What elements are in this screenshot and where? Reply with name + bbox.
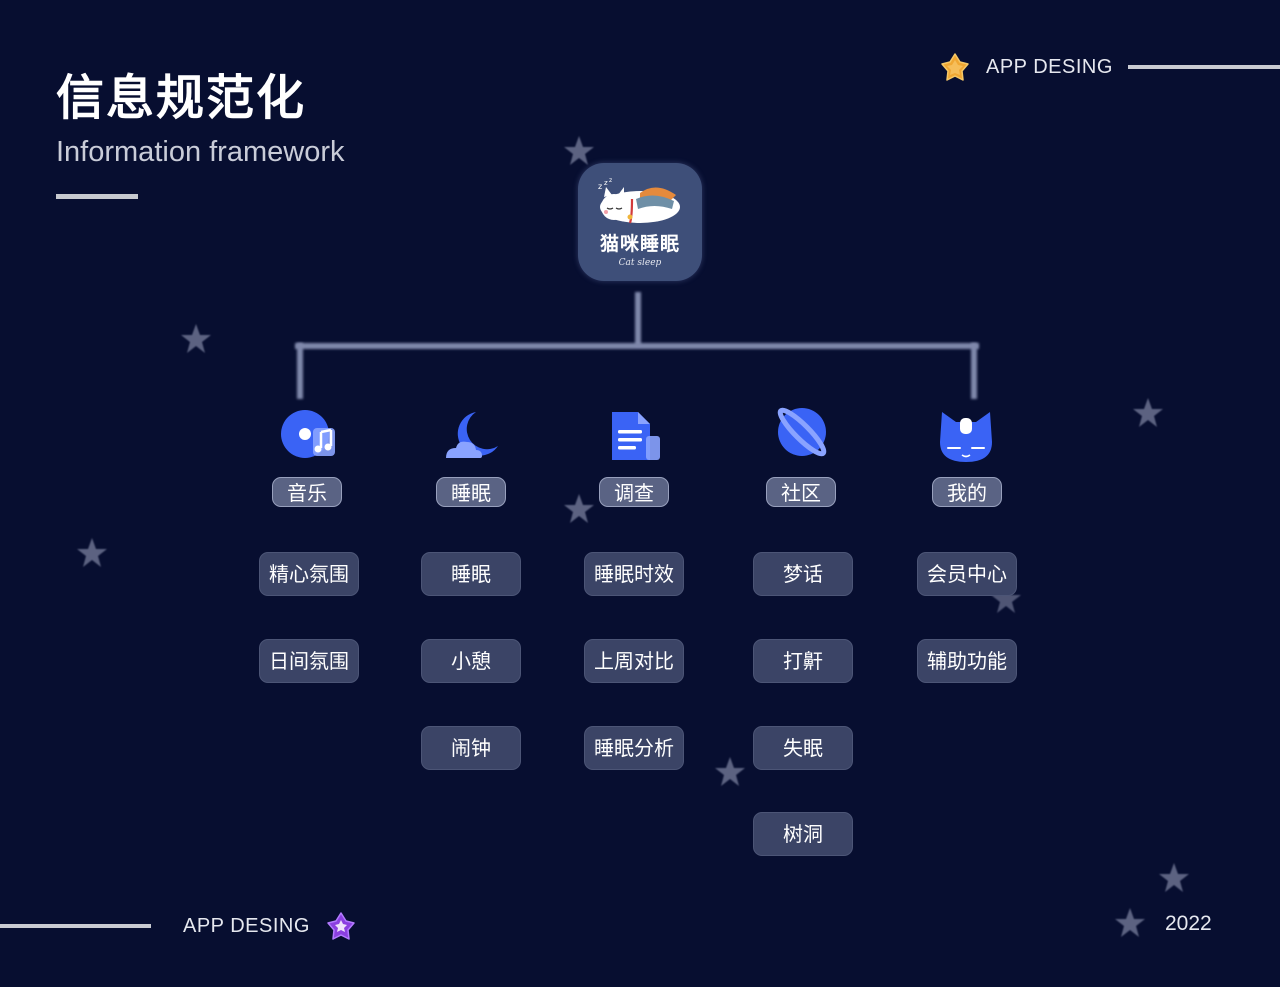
page-title: 信息规范化 [56, 70, 307, 126]
star-decoration-icon [715, 757, 745, 786]
star-decoration-icon [1159, 863, 1189, 892]
star-decoration-icon [991, 584, 1021, 613]
item-button[interactable]: 睡眠时效 [584, 552, 684, 596]
star-decoration-icon [1133, 398, 1163, 427]
brand-top: APP DESING [940, 52, 1113, 82]
star-decoration-icon [1115, 908, 1145, 937]
page-subtitle: Information framework [56, 136, 345, 168]
tree-connector-right [971, 343, 977, 399]
item-button[interactable]: 失眠 [753, 726, 853, 770]
music-disc-icon [281, 410, 335, 458]
orange-star-icon [941, 53, 969, 81]
category-label-mine[interactable]: 我的 [932, 477, 1002, 507]
cat-face-icon [940, 412, 992, 462]
footer-rule [0, 924, 151, 928]
category-label-community[interactable]: 社区 [766, 477, 836, 507]
star-decoration-icon [181, 324, 211, 353]
item-button[interactable]: 精心氛围 [259, 552, 359, 596]
star-decoration-icon [564, 494, 594, 523]
item-button[interactable]: 树洞 [753, 812, 853, 856]
app-icon: z z z 猫咪睡眠 Cat sleep [578, 163, 702, 281]
brand-label-top: APP DESING [986, 55, 1113, 78]
brand-bottom: APP DESING [183, 910, 356, 942]
star-decoration-icon [77, 538, 107, 567]
star-decoration-icon [564, 136, 594, 165]
svg-text:z: z [604, 179, 608, 187]
purple-star-icon [327, 912, 355, 940]
item-button[interactable]: 日间氛围 [259, 639, 359, 683]
moon-cloud-icon [446, 412, 498, 458]
tree-connector-trunk [635, 292, 641, 346]
header-rule [1128, 65, 1280, 69]
brand-label-bottom: APP DESING [183, 914, 310, 937]
app-subtitle: Cat sleep [618, 258, 662, 268]
item-button[interactable]: 睡眠分析 [584, 726, 684, 770]
document-icon [612, 412, 660, 460]
item-button[interactable]: 闹钟 [421, 726, 521, 770]
item-button[interactable]: 会员中心 [917, 552, 1017, 596]
category-label-survey[interactable]: 调查 [599, 477, 669, 507]
tree-connector-left [297, 343, 303, 399]
app-name: 猫咪睡眠 [599, 233, 680, 255]
sleeping-cat-icon: z z z [598, 177, 680, 224]
planet-icon [777, 407, 827, 457]
year-label: 2022 [1165, 912, 1212, 935]
svg-text:z: z [598, 182, 602, 191]
item-button[interactable]: 小憩 [421, 639, 521, 683]
item-button[interactable]: 上周对比 [584, 639, 684, 683]
svg-text:z: z [609, 177, 612, 184]
tree-connector-bar [295, 343, 979, 349]
title-underline [56, 194, 138, 199]
item-button[interactable]: 辅助功能 [917, 639, 1017, 683]
item-button[interactable]: 打鼾 [753, 639, 853, 683]
item-button[interactable]: 梦话 [753, 552, 853, 596]
category-label-sleep[interactable]: 睡眠 [436, 477, 506, 507]
item-button[interactable]: 睡眠 [421, 552, 521, 596]
category-label-music[interactable]: 音乐 [272, 477, 342, 507]
